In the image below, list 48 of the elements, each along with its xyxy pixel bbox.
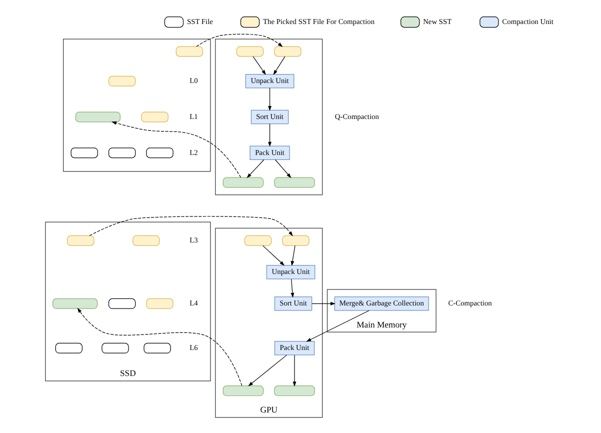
- node-box: [244, 235, 272, 246]
- node-label: Main Memory: [356, 319, 406, 330]
- arrow: [290, 278, 294, 298]
- node-label: SSD: [120, 368, 136, 378]
- arrow: [274, 159, 291, 178]
- node-box: [132, 235, 160, 246]
- node-box: [66, 235, 94, 246]
- node-box: [222, 386, 264, 396]
- arrow: [290, 245, 295, 266]
- cluster: [62, 38, 210, 172]
- arrow: [252, 56, 266, 75]
- node-box: [236, 46, 264, 57]
- node-box: [101, 342, 128, 354]
- cluster: [44, 222, 210, 382]
- node-label: GPU: [260, 404, 278, 415]
- arrow: [248, 354, 287, 386]
- arrow: [88, 216, 292, 236]
- arrow: [272, 56, 285, 75]
- node-box: [108, 298, 136, 309]
- node-box: [274, 177, 314, 188]
- node-box: [146, 148, 173, 158]
- arrow: [110, 121, 241, 178]
- node-box: [274, 386, 314, 396]
- cluster: [214, 228, 322, 418]
- node-box: [108, 76, 136, 86]
- arrow: [268, 88, 272, 111]
- arrow: [246, 159, 264, 178]
- arrow: [311, 302, 335, 306]
- node-box: [282, 235, 309, 246]
- arrow: [292, 354, 296, 387]
- arrow: [262, 245, 284, 266]
- cluster: [326, 289, 436, 332]
- node-box: [274, 46, 301, 57]
- node-box: [143, 342, 170, 354]
- node-box: [108, 148, 136, 158]
- node-box: [54, 342, 82, 354]
- node-box: [175, 46, 203, 57]
- node-box: [74, 112, 120, 122]
- node-box: [70, 148, 98, 158]
- arrow: [196, 34, 282, 47]
- node-box: [222, 177, 264, 188]
- arrow: [306, 310, 369, 342]
- arrow: [268, 123, 272, 147]
- cluster: [214, 38, 322, 196]
- node-box: [52, 298, 98, 309]
- node-box: [140, 112, 168, 122]
- arrow: [76, 308, 242, 386]
- node-box: [146, 298, 173, 309]
